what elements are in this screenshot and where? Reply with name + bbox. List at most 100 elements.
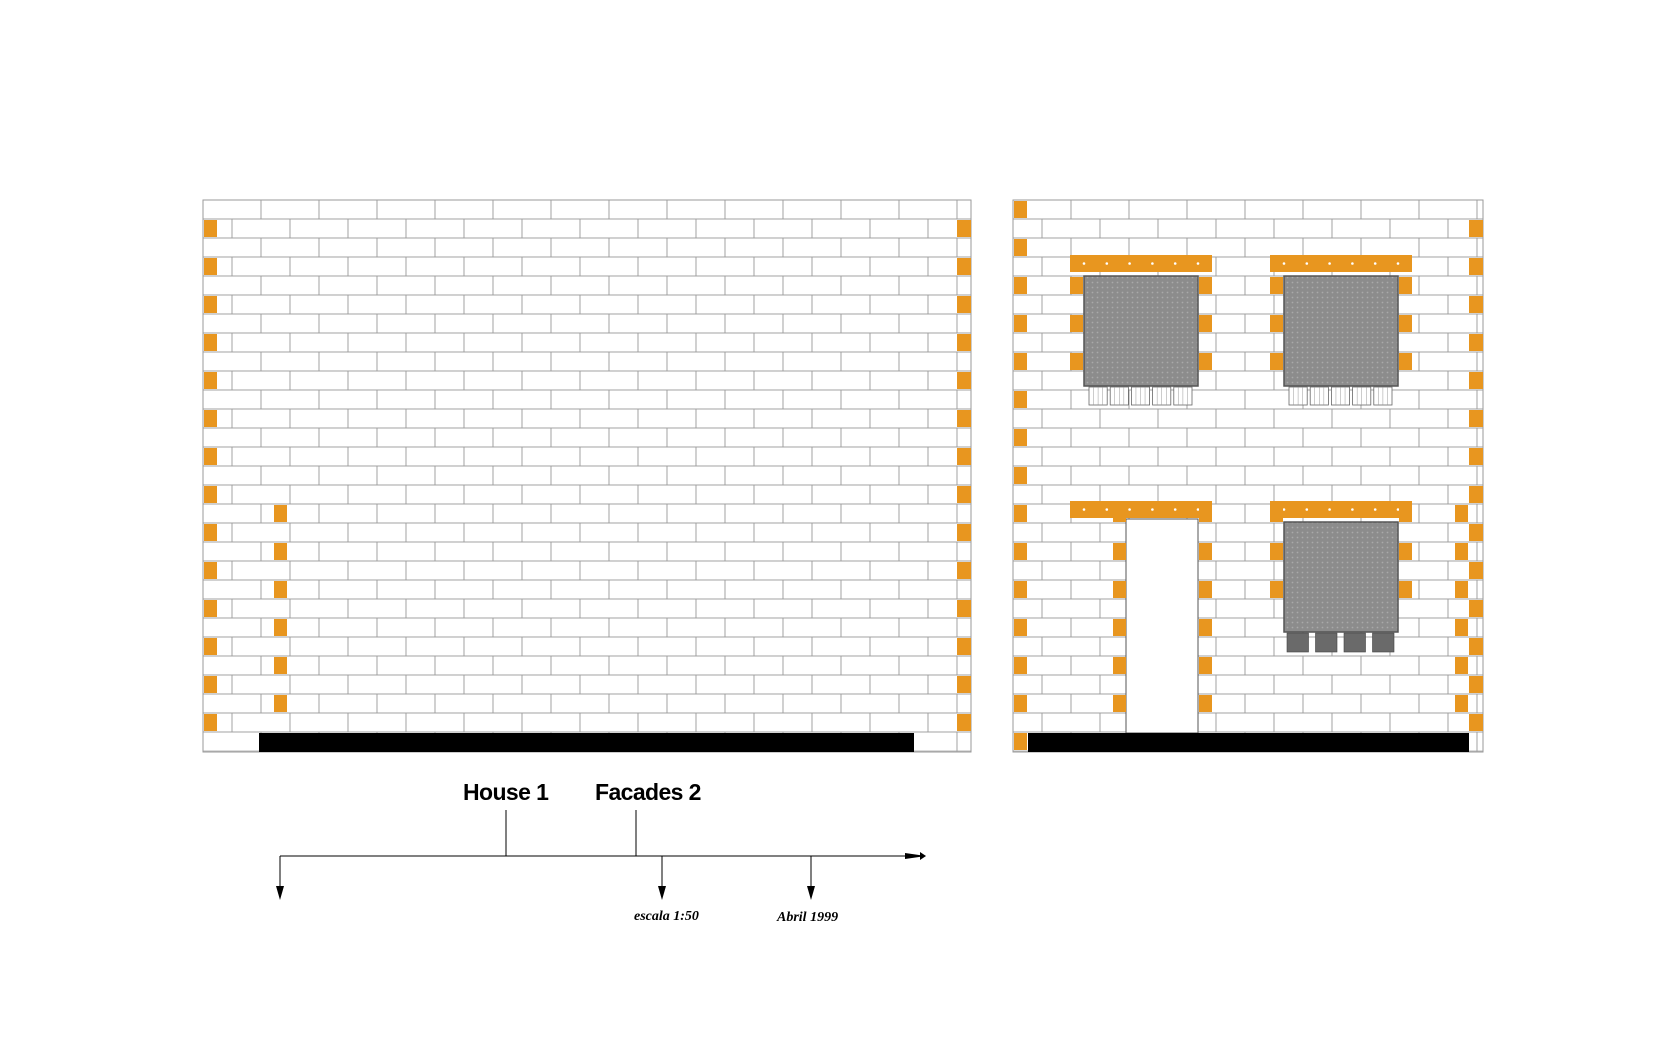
window-glass bbox=[1283, 521, 1399, 633]
accent-brick bbox=[1469, 638, 1483, 655]
accent-brick bbox=[1469, 258, 1483, 275]
accent-brick bbox=[204, 296, 217, 313]
accent-brick bbox=[1469, 334, 1483, 351]
accent-brick bbox=[1070, 353, 1083, 370]
accent-brick bbox=[204, 676, 217, 693]
arrow-down-icon bbox=[807, 886, 815, 900]
accent-brick bbox=[957, 220, 971, 237]
accent-brick bbox=[1014, 391, 1027, 408]
accent-brick bbox=[204, 410, 217, 427]
accent-brick bbox=[1199, 277, 1212, 294]
accent-brick bbox=[1455, 543, 1468, 560]
facade-with-openings bbox=[1012, 199, 1484, 753]
accent-brick bbox=[1399, 505, 1412, 522]
accent-brick bbox=[1199, 581, 1212, 598]
lintel-dot bbox=[1282, 262, 1286, 265]
lintel-dot bbox=[1196, 262, 1200, 265]
timeline-arrow-icon bbox=[905, 853, 926, 859]
accent-brick bbox=[1270, 353, 1283, 370]
base-strip bbox=[1028, 733, 1469, 752]
accent-brick bbox=[1199, 315, 1212, 332]
accent-brick bbox=[274, 695, 287, 712]
accent-brick bbox=[1014, 505, 1027, 522]
accent-brick bbox=[1399, 353, 1412, 370]
lintel-dot bbox=[1173, 508, 1177, 511]
accent-brick bbox=[204, 714, 217, 731]
lintel-dot bbox=[1373, 262, 1377, 265]
lintel bbox=[1070, 255, 1212, 272]
accent-brick bbox=[1455, 619, 1468, 636]
facades-label: Facades 2 bbox=[595, 779, 701, 805]
accent-brick bbox=[1469, 714, 1483, 731]
lintel-dot bbox=[1173, 262, 1177, 265]
accent-brick bbox=[1014, 201, 1027, 218]
brick-wall bbox=[202, 199, 972, 753]
accent-brick bbox=[1070, 277, 1083, 294]
lintel-dot bbox=[1328, 262, 1331, 265]
accent-brick bbox=[1199, 695, 1212, 712]
accent-brick bbox=[274, 543, 287, 560]
accent-brick bbox=[274, 657, 287, 674]
accent-brick bbox=[1014, 733, 1027, 750]
lintel-dot bbox=[1082, 262, 1086, 265]
accent-brick bbox=[204, 638, 217, 655]
accent-brick bbox=[957, 486, 971, 503]
accent-brick bbox=[274, 581, 287, 598]
accent-brick bbox=[1199, 505, 1212, 522]
accent-brick bbox=[204, 258, 217, 275]
accent-brick bbox=[1399, 315, 1412, 332]
brick bbox=[1476, 731, 1484, 752]
accent-brick bbox=[957, 676, 971, 693]
lintel-dot bbox=[1396, 508, 1400, 511]
accent-brick bbox=[1014, 277, 1027, 294]
lintel bbox=[1270, 501, 1412, 518]
accent-brick bbox=[957, 714, 971, 731]
accent-brick bbox=[1469, 372, 1483, 389]
accent-brick bbox=[204, 448, 217, 465]
accent-brick bbox=[1113, 543, 1126, 560]
accent-brick bbox=[1014, 695, 1027, 712]
grille-block bbox=[1286, 632, 1309, 653]
house-label: House 1 bbox=[463, 779, 549, 805]
base-strip bbox=[259, 733, 914, 752]
accent-brick bbox=[1455, 657, 1468, 674]
door-opening bbox=[1125, 518, 1199, 734]
accent-brick bbox=[1113, 619, 1126, 636]
accent-brick bbox=[1014, 657, 1027, 674]
accent-brick bbox=[957, 334, 971, 351]
date-label: Abril 1999 bbox=[776, 910, 838, 925]
accent-brick bbox=[1270, 543, 1283, 560]
lintel-dot bbox=[1196, 508, 1200, 511]
lintel-dot bbox=[1151, 508, 1154, 511]
accent-brick bbox=[1469, 562, 1483, 579]
accent-brick bbox=[1455, 505, 1468, 522]
accent-brick bbox=[1113, 581, 1126, 598]
accent-brick bbox=[957, 410, 971, 427]
accent-brick bbox=[1469, 448, 1483, 465]
accent-brick bbox=[1199, 657, 1212, 674]
window-glass bbox=[1283, 275, 1399, 387]
accent-brick bbox=[1399, 581, 1412, 598]
accent-brick bbox=[1455, 581, 1468, 598]
accent-brick bbox=[957, 296, 971, 313]
accent-brick bbox=[1070, 315, 1083, 332]
accent-brick bbox=[1469, 410, 1483, 427]
window-grille bbox=[1088, 386, 1193, 406]
facade-blank bbox=[202, 199, 972, 753]
lintel-dot bbox=[1105, 508, 1109, 511]
accent-brick bbox=[1270, 505, 1283, 522]
lintel-dot bbox=[1151, 262, 1154, 265]
accent-brick bbox=[204, 524, 217, 541]
accent-brick bbox=[1199, 543, 1212, 560]
lintel-dot bbox=[1396, 262, 1400, 265]
brick bbox=[956, 731, 972, 752]
lintel bbox=[1070, 501, 1212, 518]
accent-brick bbox=[1455, 695, 1468, 712]
scale-label: escala 1:50 bbox=[634, 909, 699, 924]
window-grille bbox=[1288, 386, 1393, 406]
accent-brick bbox=[1113, 657, 1126, 674]
accent-brick bbox=[204, 486, 217, 503]
lintel-dot bbox=[1082, 508, 1086, 511]
accent-brick bbox=[204, 334, 217, 351]
